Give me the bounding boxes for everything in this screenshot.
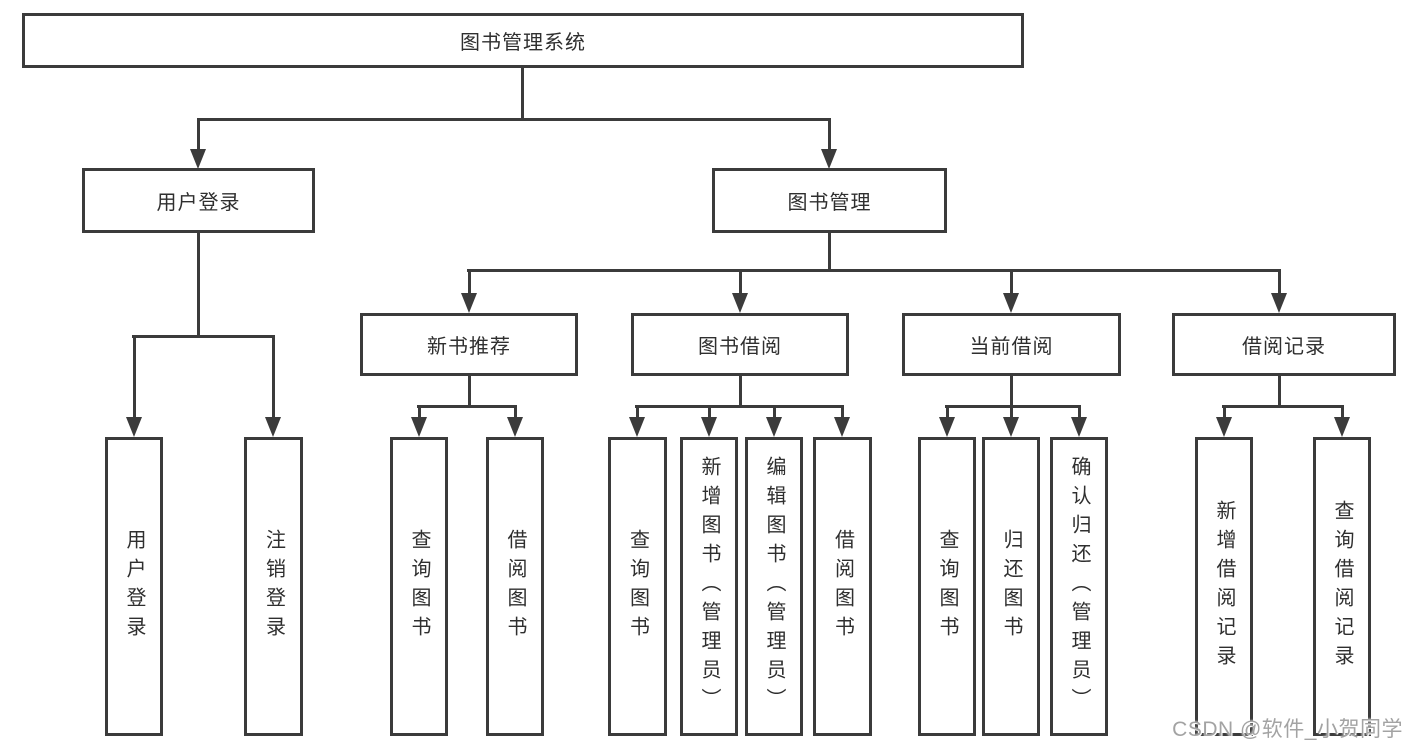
leaf-borrow-books-borrowing: 借阅图书 (813, 437, 872, 736)
connector-line (739, 375, 742, 408)
connector-line (521, 67, 524, 120)
leaf-label: 查询图书 (936, 528, 958, 645)
node-book-management: 图书管理 (712, 168, 947, 233)
node-label: 新书推荐 (427, 336, 511, 358)
arrow-down-icon (821, 149, 837, 169)
connector-line (739, 269, 742, 295)
connector-line (1278, 375, 1281, 408)
connector-line (197, 118, 831, 121)
arrow-down-icon (1003, 293, 1019, 313)
leaf-query-borrow-record: 查询借阅记录 (1313, 437, 1371, 736)
leaf-label: 查询图书 (408, 528, 430, 645)
node-label: 借阅记录 (1242, 336, 1326, 358)
connector-line (773, 405, 776, 419)
connector-line (1341, 405, 1344, 419)
node-label: 用户登录 (156, 192, 241, 214)
connector-line (1010, 405, 1013, 419)
leaf-label: 查询图书 (626, 528, 649, 645)
node-label: 当前借阅 (969, 336, 1054, 358)
leaf-label: 用户登录 (123, 528, 145, 645)
arrow-down-icon (939, 417, 955, 437)
leaf-query-books-current: 查询图书 (918, 437, 976, 736)
connector-line (1010, 269, 1013, 295)
leaf-label: 新增图书（管理员） (698, 456, 720, 717)
connector-line (1278, 269, 1281, 295)
leaf-label: 借阅图书 (504, 528, 526, 645)
connector-line (708, 405, 711, 419)
leaf-label: 编辑图书（管理员） (763, 456, 785, 717)
connector-line (636, 405, 639, 419)
leaf-label: 查询借阅记录 (1331, 499, 1353, 674)
leaf-label: 归还图书 (1000, 528, 1022, 645)
node-label: 图书借阅 (698, 336, 782, 358)
connector-line (197, 118, 200, 150)
connector-line (945, 405, 1081, 408)
arrow-down-icon (461, 293, 477, 313)
arrow-down-icon (190, 149, 206, 169)
csdn-watermark: CSDN @软件_小贺同学 (1172, 718, 1403, 741)
connector-line (828, 233, 831, 272)
leaf-return-books: 归还图书 (982, 437, 1040, 736)
node-label: 图书管理系统 (460, 32, 586, 54)
arrow-down-icon (701, 417, 717, 437)
connector-line (272, 335, 275, 419)
leaf-label: 借阅图书 (831, 528, 854, 645)
connector-line (197, 233, 200, 338)
leaf-label: 注销登录 (262, 528, 285, 645)
arrow-down-icon (1216, 417, 1232, 437)
arrow-down-icon (629, 417, 645, 437)
node-user-login: 用户登录 (82, 168, 315, 233)
leaf-label: 确认归还（管理员） (1068, 456, 1090, 717)
arrow-down-icon (1071, 417, 1087, 437)
connector-line (467, 269, 1281, 272)
node-library-management-system: 图书管理系统 (22, 13, 1024, 68)
connector-line (468, 269, 471, 295)
connector-line (133, 335, 136, 419)
leaf-add-borrow-record: 新增借阅记录 (1195, 437, 1253, 736)
leaf-borrow-books-recommend: 借阅图书 (486, 437, 544, 736)
connector-line (1223, 405, 1226, 419)
leaf-logout: 注销登录 (244, 437, 303, 736)
node-current-borrowing: 当前借阅 (902, 313, 1121, 376)
connector-line (946, 405, 949, 419)
leaf-query-books-borrowing: 查询图书 (608, 437, 667, 736)
leaf-add-book-admin: 新增图书（管理员） (680, 437, 738, 736)
connector-line (417, 405, 517, 408)
connector-line (841, 405, 844, 419)
arrow-down-icon (1334, 417, 1350, 437)
arrow-down-icon (265, 417, 281, 437)
connector-line (635, 405, 844, 408)
leaf-query-books-recommend: 查询图书 (390, 437, 448, 736)
connector-line (132, 335, 275, 338)
connector-line (514, 405, 517, 419)
arrow-down-icon (766, 417, 782, 437)
arrow-down-icon (834, 417, 850, 437)
leaf-edit-book-admin: 编辑图书（管理员） (745, 437, 803, 736)
connector-line (418, 405, 421, 419)
arrow-down-icon (1271, 293, 1287, 313)
node-label: 图书管理 (787, 192, 872, 214)
node-book-borrowing: 图书借阅 (631, 313, 849, 376)
arrow-down-icon (1003, 417, 1019, 437)
arrow-down-icon (507, 417, 523, 437)
leaf-confirm-return-admin: 确认归还（管理员） (1050, 437, 1108, 736)
connector-line (468, 375, 471, 408)
connector-line (828, 118, 831, 150)
node-new-book-recommendation: 新书推荐 (360, 313, 578, 376)
connector-line (1222, 405, 1344, 408)
arrow-down-icon (126, 417, 142, 437)
arrow-down-icon (411, 417, 427, 437)
leaf-user-login: 用户登录 (105, 437, 163, 736)
connector-line (1010, 375, 1013, 408)
node-borrowing-records: 借阅记录 (1172, 313, 1396, 376)
connector-line (1078, 405, 1081, 419)
leaf-label: 新增借阅记录 (1213, 499, 1235, 674)
arrow-down-icon (732, 293, 748, 313)
